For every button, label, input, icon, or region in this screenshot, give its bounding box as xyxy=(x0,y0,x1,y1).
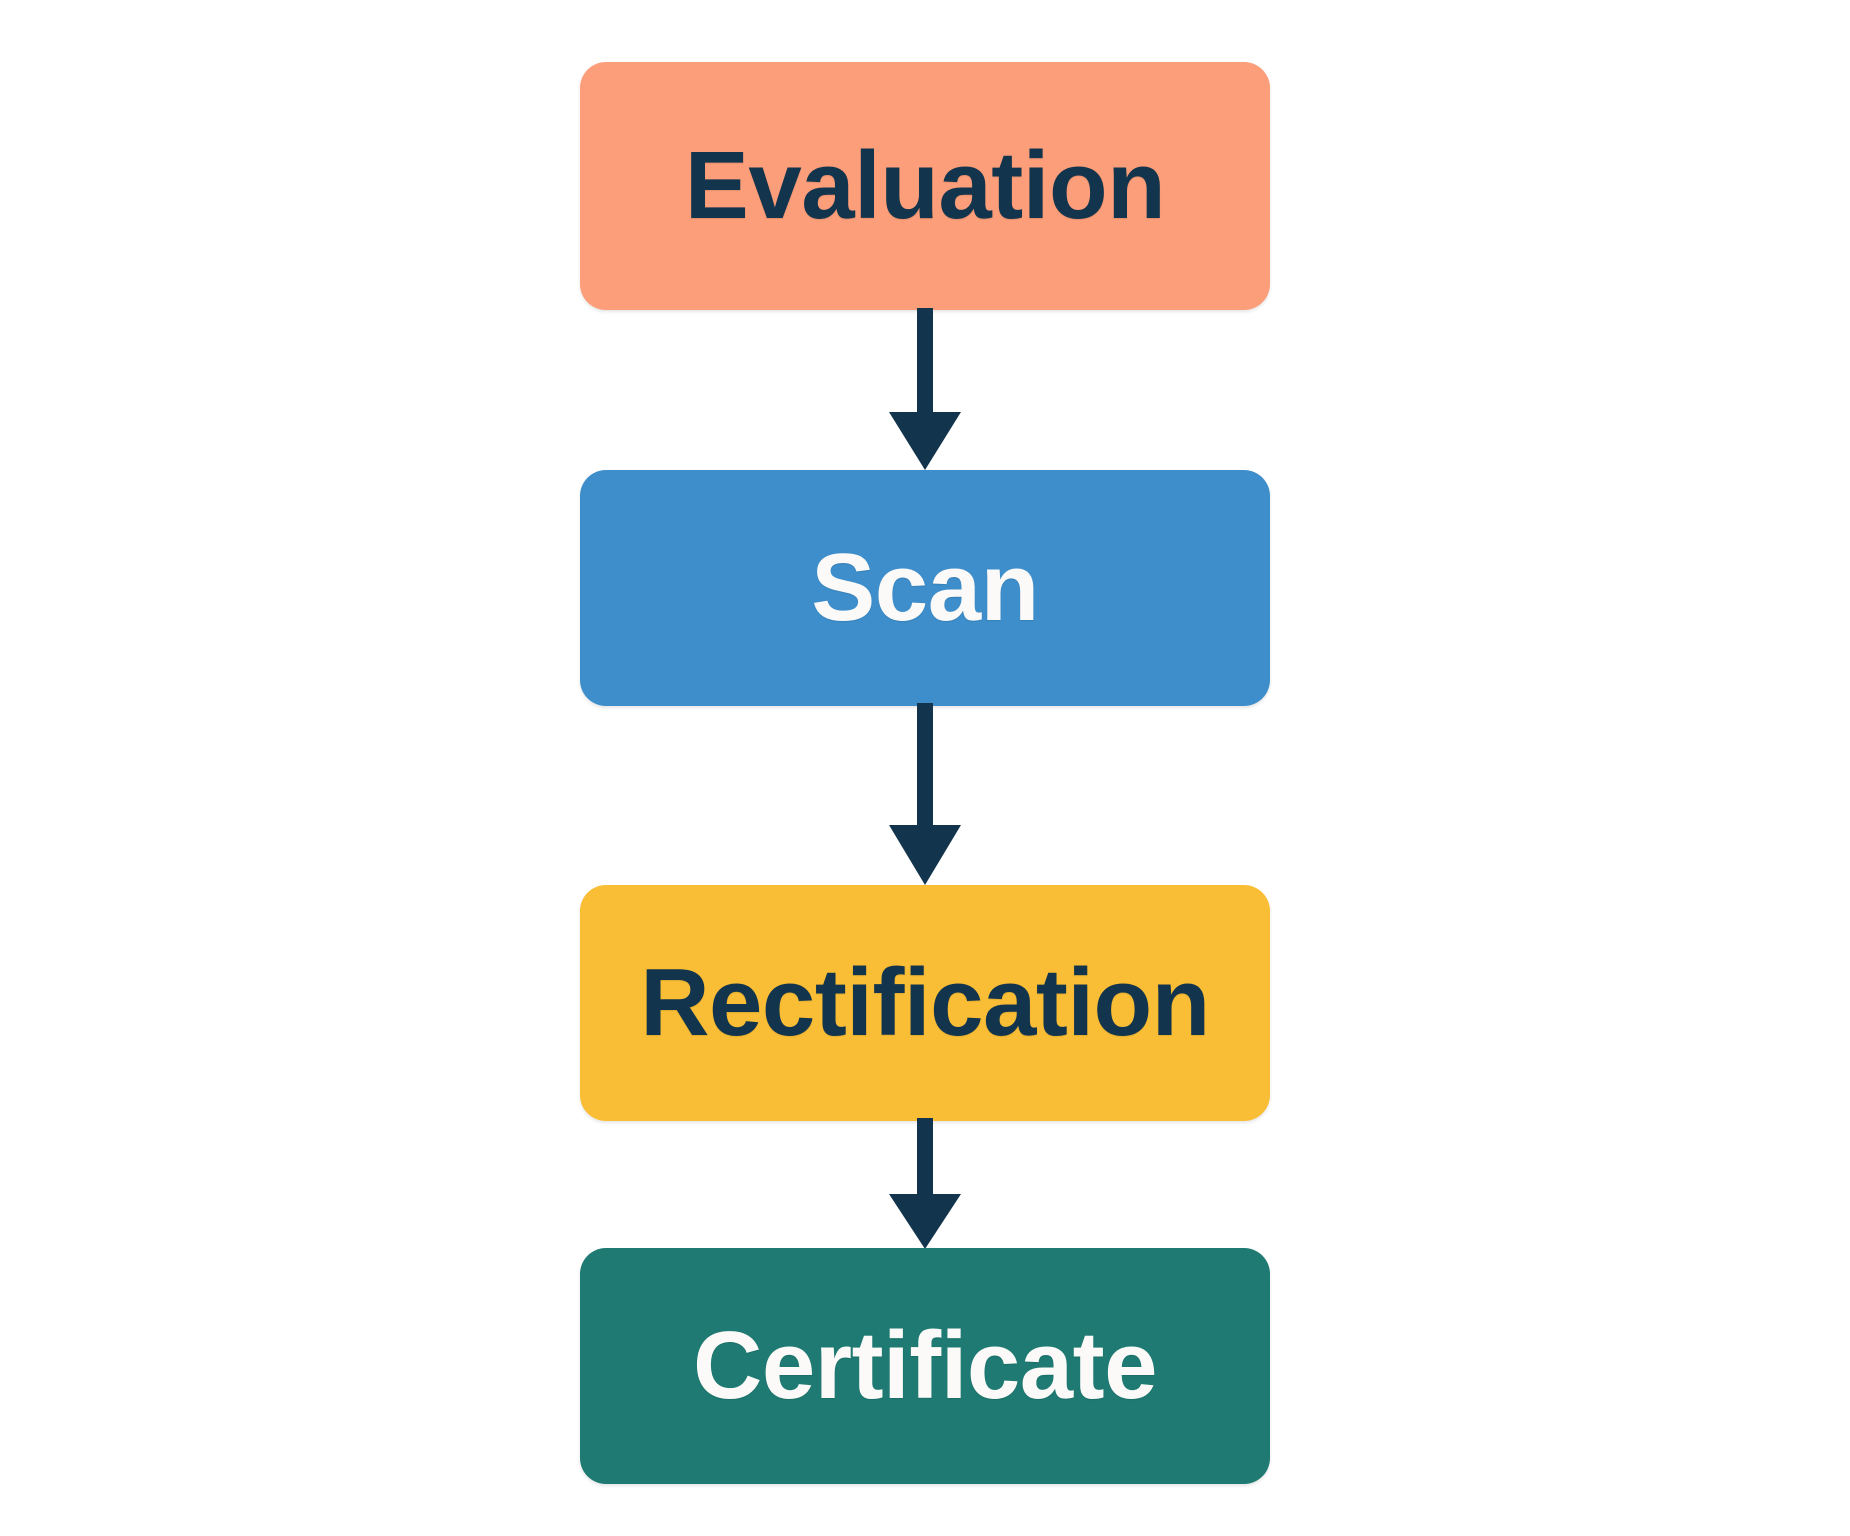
flow-node-label: Scan xyxy=(811,534,1039,641)
flow-arrow-evaluation-to-scan xyxy=(865,308,985,474)
flow-node-rectification[interactable]: Rectification xyxy=(580,885,1270,1121)
flow-node-certificate[interactable]: Certificate xyxy=(580,1248,1270,1484)
flow-arrow-rectification-to-certificate xyxy=(865,1118,985,1252)
arrow-down-icon xyxy=(889,703,961,885)
flow-node-evaluation[interactable]: Evaluation xyxy=(580,62,1270,310)
arrow-down-icon xyxy=(889,1118,961,1249)
flow-node-scan[interactable]: Scan xyxy=(580,470,1270,706)
flow-node-label: Evaluation xyxy=(684,132,1166,239)
flow-node-label: Rectification xyxy=(640,949,1210,1056)
flow-arrow-scan-to-rectification xyxy=(865,703,985,889)
arrow-down-icon xyxy=(889,308,961,470)
flow-node-label: Certificate xyxy=(693,1312,1158,1419)
